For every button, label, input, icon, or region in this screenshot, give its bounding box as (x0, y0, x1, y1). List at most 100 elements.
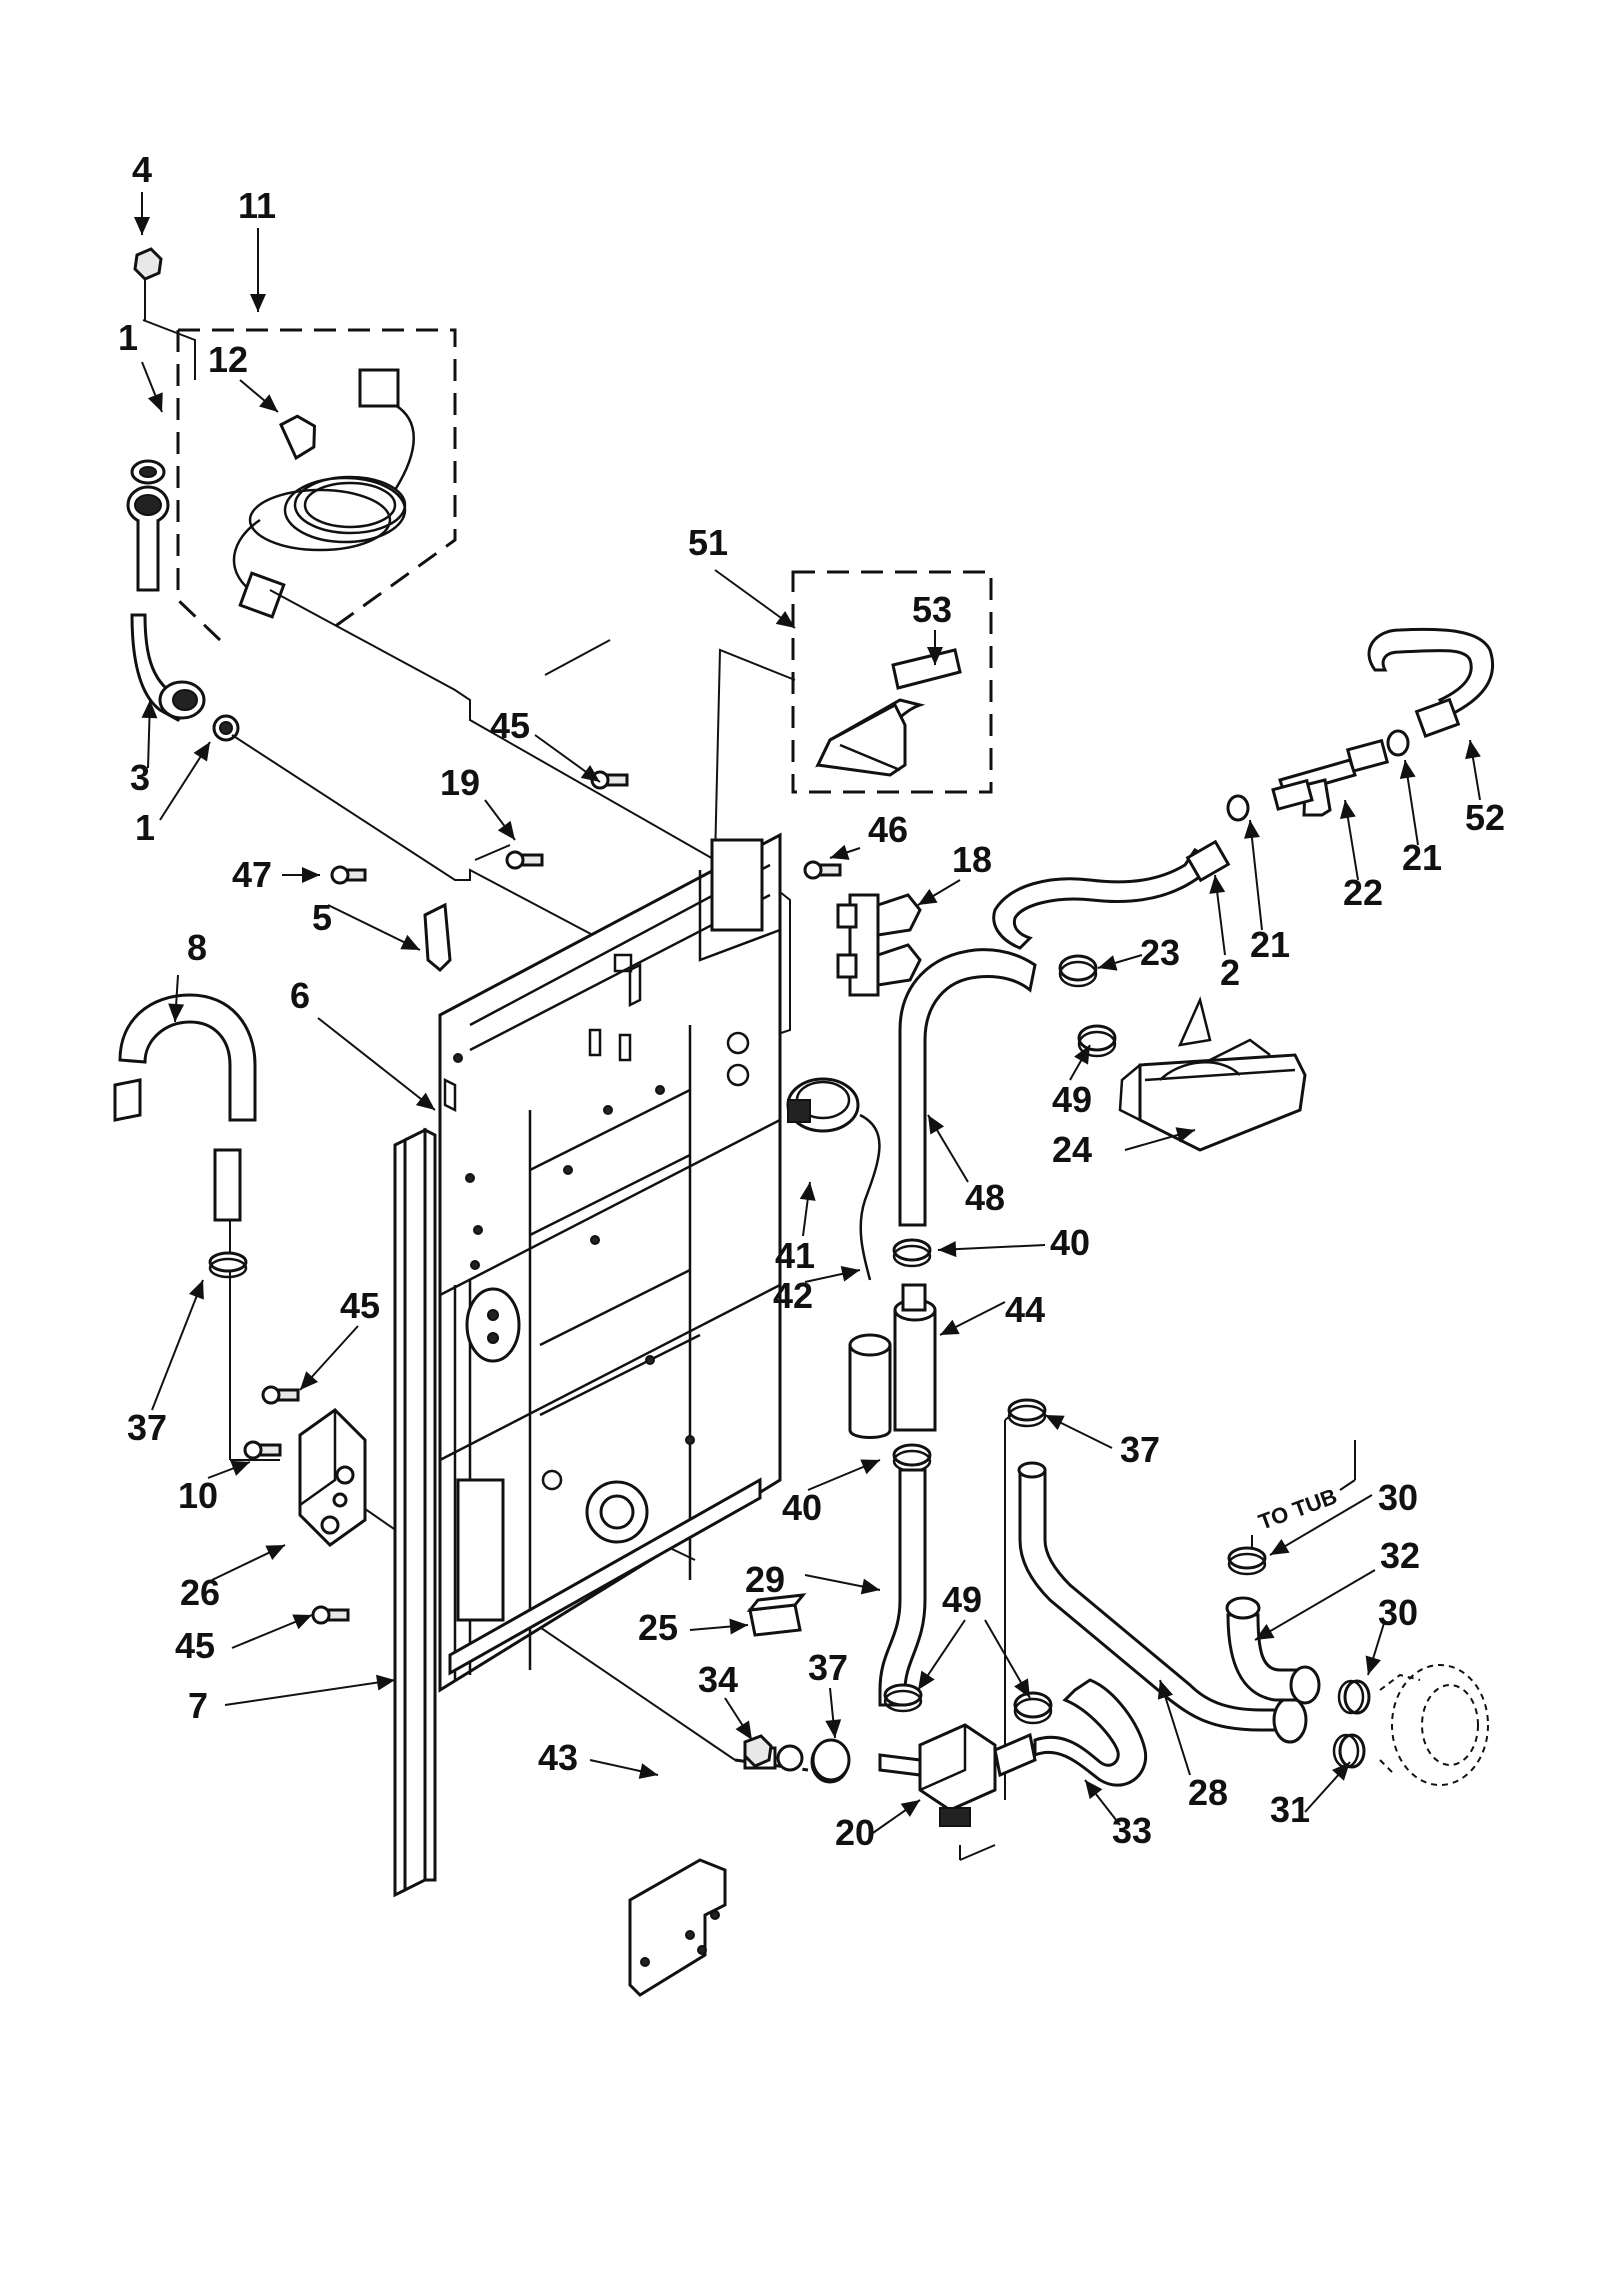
callout-arrowhead (292, 1614, 312, 1630)
screws-and-brackets (243, 770, 842, 1625)
callout-arrowhead (147, 392, 163, 412)
hose-32 (1225, 1546, 1371, 1769)
callout-arrowhead (900, 1800, 920, 1817)
callout-arrowhead (1365, 1655, 1381, 1675)
callout-arrowhead (1098, 955, 1118, 971)
label-33: 33 (1112, 1810, 1152, 1851)
drain-hose (113, 993, 257, 1279)
callout-arrowhead (638, 1763, 658, 1779)
callout-arrowhead (918, 1670, 935, 1690)
callout-arrowhead (250, 294, 266, 312)
label-51: 51 (688, 522, 728, 563)
label-53: 53 (912, 589, 952, 630)
callout-arrowhead (799, 1182, 816, 1201)
dispenser-base (1118, 996, 1307, 1152)
callout-arrowhead (193, 742, 210, 762)
label-42: 42 (773, 1275, 813, 1316)
label-23: 23 (1140, 932, 1180, 973)
label-21-right: 21 (1402, 837, 1442, 878)
callout-arrowhead (1175, 1127, 1195, 1143)
callout-arrowhead (188, 1280, 204, 1300)
side-rail (393, 1127, 437, 1898)
label-29: 29 (745, 1559, 785, 1600)
label-52: 52 (1465, 797, 1505, 838)
label-37-bottom: 37 (808, 1647, 848, 1688)
label-30-bottom: 30 (1378, 1592, 1418, 1633)
hose-33 (1013, 1678, 1148, 1787)
label-20: 20 (835, 1812, 875, 1853)
label-21-left: 21 (1250, 924, 1290, 965)
group-11-box (176, 328, 457, 642)
callout-arrowhead (927, 647, 943, 665)
label-34: 34 (698, 1659, 738, 1700)
callout-arrowhead (168, 1003, 185, 1022)
callout-arrowhead (265, 1545, 285, 1560)
label-3: 3 (130, 757, 150, 798)
label-30-top: 30 (1378, 1477, 1418, 1518)
label-18: 18 (952, 839, 992, 880)
label-4: 4 (132, 149, 152, 190)
callout-arrowhead (415, 1092, 435, 1110)
label-6: 6 (290, 975, 310, 1016)
callout-arrow-line (1249, 819, 1263, 931)
label-32: 32 (1380, 1535, 1420, 1576)
pump-housing-outline (1379, 1664, 1489, 1786)
callout-arrowhead (1045, 1415, 1065, 1431)
label-37-left: 37 (127, 1407, 167, 1448)
callout-arrow-line (1269, 1494, 1373, 1556)
label-45-bottom: 45 (175, 1625, 215, 1666)
to-tub-annotation: TO TUB (1255, 1483, 1340, 1534)
label-49-bottom: 49 (942, 1579, 982, 1620)
label-40-bottom: 40 (782, 1487, 822, 1528)
callout-arrowhead (1157, 1680, 1174, 1700)
callout-arrowhead (918, 888, 938, 905)
label-45-top: 45 (490, 705, 530, 746)
inlet-assembly (126, 247, 240, 742)
callout-arrowhead (1074, 1045, 1090, 1065)
group-51-box (791, 570, 993, 794)
callout-arrowhead (729, 1618, 748, 1635)
callout-arrowhead (300, 1371, 319, 1390)
label-46: 46 (868, 809, 908, 850)
label-10: 10 (178, 1475, 218, 1516)
label-24: 24 (1052, 1129, 1092, 1170)
callout-arrow-line (1254, 1569, 1376, 1641)
label-11: 11 (238, 185, 276, 226)
callout-arrowhead (302, 867, 320, 883)
callout-arrowhead (1014, 1678, 1030, 1698)
callout-arrow-line (317, 1017, 436, 1111)
callout-arrowhead (735, 1720, 752, 1740)
terminal-block (298, 1408, 367, 1547)
callout-arrowhead (1270, 1538, 1290, 1555)
label-40-top: 40 (1050, 1222, 1090, 1263)
label-45-mid: 45 (340, 1285, 380, 1326)
label-5: 5 (312, 897, 332, 938)
callout-arrowhead (860, 1578, 880, 1595)
callout-arrowhead (497, 820, 515, 840)
power-cord (232, 368, 415, 619)
misc-parts (628, 1593, 851, 1997)
callout-arrowhead (840, 1266, 860, 1282)
label-1-top: 1 (118, 317, 138, 358)
rear-panel (438, 832, 782, 1693)
fill-hoses (992, 627, 1495, 950)
callout-arrowhead (580, 764, 600, 782)
air-dome (848, 1238, 937, 1473)
callout-arrowhead (376, 1674, 395, 1691)
hose-28 (1007, 1398, 1308, 1744)
callout-arrow-line (151, 1279, 204, 1411)
callout-arrowhead (400, 934, 420, 950)
callout-arrowhead (134, 217, 150, 235)
callout-arrowhead (259, 394, 278, 412)
callout-arrowhead (1399, 760, 1416, 780)
callout-arrowhead (1209, 875, 1226, 894)
callout-arrowhead (825, 1719, 842, 1738)
label-44: 44 (1005, 1289, 1045, 1330)
callout-arrowhead (860, 1459, 880, 1475)
part-labels: 4 11 12 1 3 1 51 53 45 19 47 5 46 18 52 … (118, 149, 1505, 1853)
label-7: 7 (188, 1685, 208, 1726)
hose-48 (898, 948, 1117, 1227)
callout-arrowhead (775, 610, 795, 628)
label-19: 19 (440, 762, 480, 803)
label-2: 2 (1220, 952, 1240, 993)
